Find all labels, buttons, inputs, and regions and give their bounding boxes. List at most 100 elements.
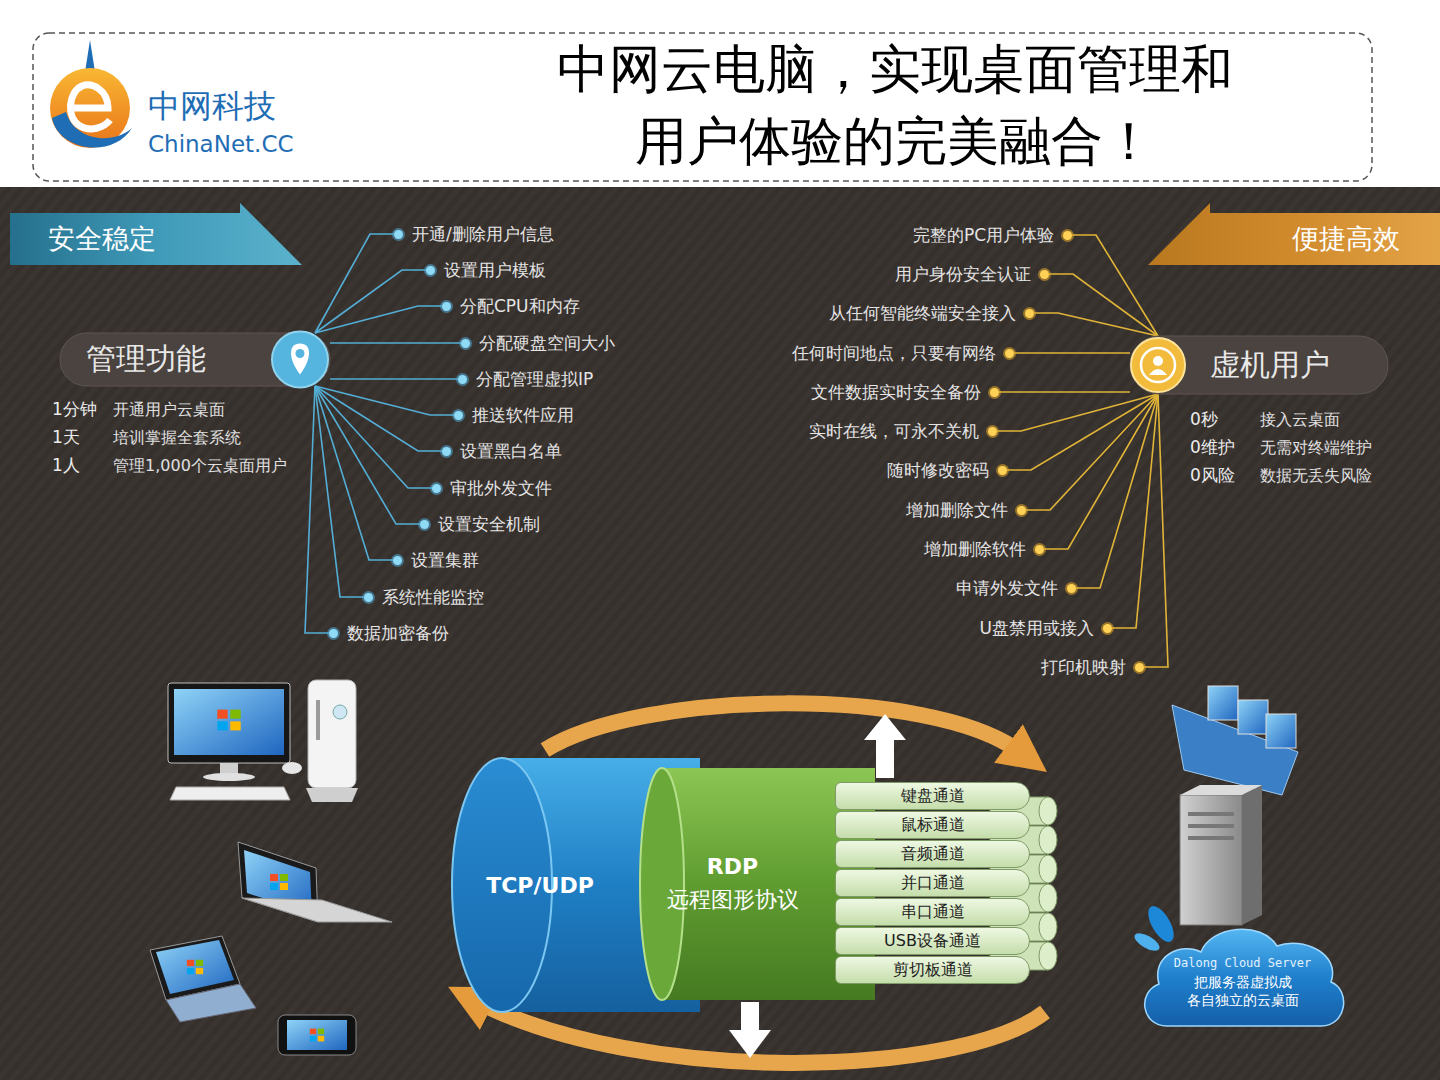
channel-label: 并口通道 (901, 873, 965, 894)
feature-text: 申请外发文件 (956, 577, 1058, 599)
feature-item: 分配硬盘空间大小 (461, 332, 615, 354)
desktop-computer (203, 773, 255, 781)
channel-label: USB设备通道 (884, 931, 981, 952)
feature-text: 设置黑白名单 (460, 440, 562, 462)
server (1172, 686, 1298, 925)
feature-item: 文件数据实时安全备份 (811, 381, 999, 403)
hub-pill-outline (1131, 338, 1185, 392)
banner-arrow-outline (10, 203, 302, 265)
server (1208, 686, 1238, 720)
protocol-label: TCP/UDP (486, 873, 594, 898)
feature-text: 推送软件应用 (472, 404, 574, 426)
tube-bundle (1039, 884, 1057, 912)
server (1188, 836, 1234, 840)
hub-pill-outline (1153, 356, 1163, 366)
desktop-computer (282, 762, 302, 774)
channel-tube: USB设备通道 (835, 927, 1030, 955)
connector (1044, 394, 1158, 549)
feature-item: 推送软件应用 (454, 404, 574, 426)
hub-pill-outline (1130, 336, 1388, 394)
channel-label: 剪切板通道 (893, 960, 973, 981)
feature-text: 打印机映射 (1041, 656, 1126, 678)
server (1238, 700, 1268, 734)
feature-text: 分配硬盘空间大小 (479, 332, 615, 354)
feature-text: 系统性能监控 (382, 586, 484, 608)
feature-item: 分配管理虚拟IP (458, 368, 593, 390)
connector (1112, 394, 1158, 628)
desktop-computer (174, 689, 284, 755)
feature-item: 审批外发文件 (432, 477, 552, 499)
stat-number: 1人 (52, 454, 80, 478)
desktop-computer (168, 680, 358, 802)
phone (278, 1015, 356, 1055)
feature-item: 实时在线，可永不关机 (809, 420, 997, 442)
page-title: 中网云电脑，实现桌面管理和 用户体验的完美融合！ (470, 33, 1320, 177)
phone (287, 1020, 347, 1050)
feature-item: 设置用户模板 (426, 259, 546, 281)
cloud-label: Dalong Cloud Server (1174, 956, 1311, 970)
feature-item: 数据加密备份 (329, 622, 449, 644)
stat-text: 开通用户云桌面 (113, 399, 225, 421)
cloud-server-outline (1132, 930, 1162, 954)
feature-item: 增加删除文件 (906, 499, 1026, 521)
feature-item: 增加删除软件 (924, 538, 1044, 560)
logo-mark (70, 85, 110, 129)
channel-tube: 键盘通道 (835, 782, 1030, 810)
feature-item: 设置黑白名单 (442, 440, 562, 462)
banner-text: 安全稳定 (48, 221, 156, 257)
channel-tube: 鼠标通道 (835, 811, 1030, 839)
connector (1076, 394, 1158, 588)
channel-tube: 音频通道 (835, 840, 1030, 868)
data-arrow (876, 738, 894, 778)
protocol-cylinder-outline (640, 768, 684, 1000)
connector (1144, 394, 1168, 667)
feature-item: 随时修改密码 (887, 459, 1007, 481)
connector (1049, 274, 1158, 336)
channel-tube: 剪切板通道 (835, 956, 1030, 984)
logo-text: ChinaNet.CC (148, 128, 294, 160)
tablet (187, 960, 203, 974)
feature-text: 从任何智能终端安全接入 (829, 302, 1016, 324)
channel-label: 音频通道 (901, 844, 965, 865)
channel-tube: 串口通道 (835, 898, 1030, 926)
laptop (270, 874, 288, 890)
protocol-label: 远程图形协议 (667, 885, 799, 915)
connector (330, 378, 458, 380)
hub-pill-outline (296, 349, 305, 358)
feature-text: 用户身份安全认证 (895, 263, 1031, 285)
banner-arrow: 便捷高效 (1148, 203, 1440, 265)
logo-mark (85, 40, 95, 72)
stat-number: 1天 (52, 426, 80, 450)
stat-number: 1分钟 (52, 398, 97, 422)
logo-text: 中网科技 (148, 84, 276, 129)
desktop-computer (306, 788, 358, 802)
connector (999, 391, 1130, 393)
header-frame (33, 33, 1372, 181)
channel-label: 鼠标通道 (901, 815, 965, 836)
cycle-arrow (478, 703, 1045, 1063)
server (1180, 785, 1262, 795)
connector (1026, 394, 1158, 510)
protocol-label: RDP (707, 854, 758, 879)
server (1188, 824, 1234, 828)
feature-item: 分配CPU和内存 (442, 295, 580, 317)
hub-pill: 管理功能 (60, 333, 330, 386)
data-arrow (741, 1002, 759, 1032)
desktop-computer (168, 683, 290, 763)
feature-text: 开通/删除用户信息 (412, 223, 554, 245)
feature-text: 分配CPU和内存 (460, 295, 580, 317)
feature-text: 设置用户模板 (444, 259, 546, 281)
connector (315, 386, 393, 560)
feature-text: 数据加密备份 (347, 622, 449, 644)
feature-text: 增加删除文件 (906, 499, 1008, 521)
hub-pill: 虚机用户 (1130, 336, 1388, 394)
feature-text: 设置安全机制 (438, 513, 540, 535)
phone (278, 1015, 356, 1055)
feature-item: 用户身份安全认证 (895, 263, 1049, 285)
feature-item: 设置集群 (393, 549, 479, 571)
stat-text: 管理1,000个云桌面用户 (113, 455, 287, 477)
connector (330, 342, 461, 344)
connector (315, 386, 432, 488)
channel-label: 串口通道 (901, 902, 965, 923)
tube-bundle (1039, 942, 1057, 970)
